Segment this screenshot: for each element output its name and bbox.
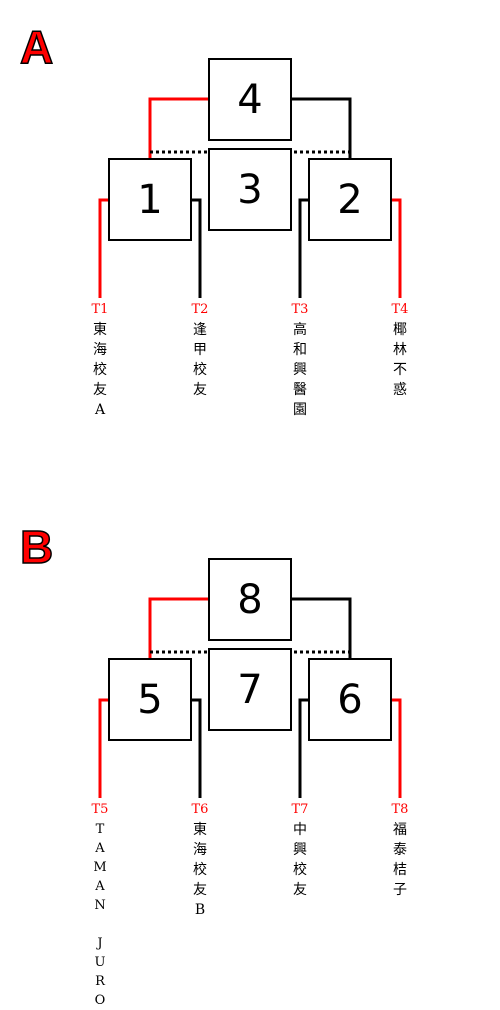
team-code: T3	[291, 302, 309, 317]
team-t3: T3 高 和 興 醫 園	[288, 300, 312, 420]
match-box-right: 6	[308, 658, 392, 741]
team-name: 東 海 校 友 A	[93, 322, 107, 418]
final-to-match-6-line	[291, 597, 352, 658]
team-t4: T4 椰 林 不 惑	[388, 300, 412, 400]
team-t2: T2 逢 甲 校 友	[188, 300, 212, 400]
team-code: T6	[191, 802, 209, 817]
final-to-match-5-line	[148, 597, 209, 658]
team-code: T4	[391, 302, 409, 317]
team-name: 椰 林 不 惑	[393, 322, 407, 398]
match-box-left: 1	[108, 158, 192, 241]
team-t8-line	[391, 698, 402, 798]
team-t6: T6 東 海 校 友 B	[188, 800, 212, 920]
final-to-match-2-line	[291, 97, 352, 158]
team-code: T2	[191, 302, 209, 317]
team-t8: T8 福 泰 桔 子	[388, 800, 412, 900]
team-t3-line	[298, 198, 309, 298]
team-t7: T7 中 興 校 友	[288, 800, 312, 900]
group-b-label: B	[19, 521, 54, 573]
team-name: 東 海 校 友 B	[193, 822, 207, 918]
team-t6-line	[191, 698, 202, 798]
team-t2-line	[191, 198, 202, 298]
team-t1: T1 東 海 校 友 A	[88, 300, 112, 420]
group-a-bracket-lines	[98, 97, 402, 298]
team-code: T1	[91, 302, 109, 317]
team-t1-line	[98, 198, 109, 298]
group-a-label: A	[19, 21, 54, 73]
team-t5-line	[98, 698, 109, 798]
match-box-right: 2	[308, 158, 392, 241]
match-box-third-place: 3	[208, 148, 292, 231]
team-name: T A M A N J U R O	[93, 822, 107, 1008]
team-code: T5	[91, 802, 109, 817]
team-t5: T5 T A M A N J U R O	[88, 800, 112, 1010]
team-code: T8	[391, 802, 409, 817]
team-name: 中 興 校 友	[293, 822, 307, 898]
team-t4-line	[391, 198, 402, 298]
group-b-bracket-lines	[98, 597, 402, 798]
team-name: 福 泰 桔 子	[393, 822, 407, 898]
team-t7-line	[298, 698, 309, 798]
match-box-third-place: 7	[208, 648, 292, 731]
team-name: 高 和 興 醫 園	[293, 322, 307, 418]
match-box-final: 4	[208, 58, 292, 141]
match-box-final: 8	[208, 558, 292, 641]
final-to-match-1-line	[148, 97, 209, 158]
match-box-left: 5	[108, 658, 192, 741]
team-code: T7	[291, 802, 309, 817]
team-name: 逢 甲 校 友	[193, 322, 207, 398]
